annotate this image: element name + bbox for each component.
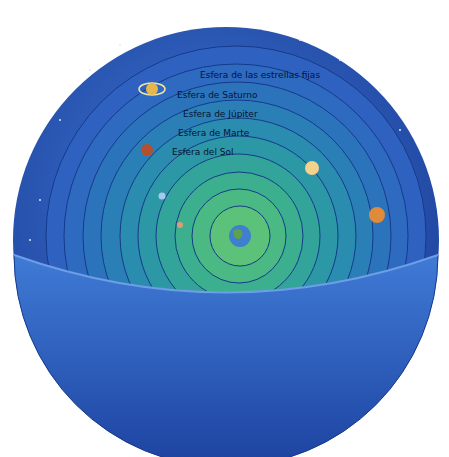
sphere-label: Esfera del Sol (172, 147, 234, 158)
sphere-label: Esfera de Marte (178, 128, 249, 139)
sphere-label: Esfera de Júpiter (183, 109, 258, 120)
planets (139, 83, 385, 247)
sphere-label: Esfera de las estrellas fijas (200, 70, 320, 81)
hemisphere-rim (14, 255, 438, 293)
sphere-label: Esfera de Saturno (177, 90, 257, 101)
lower-hemisphere (14, 255, 438, 457)
